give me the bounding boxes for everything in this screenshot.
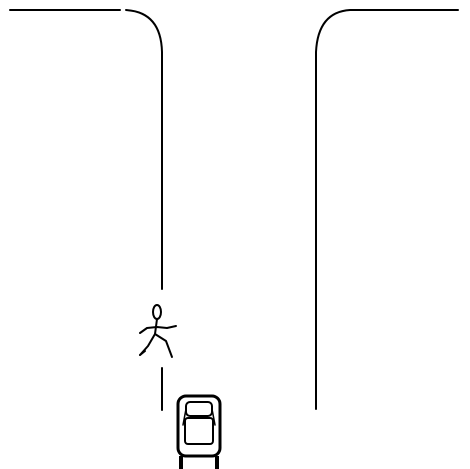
road-edge-right	[316, 10, 458, 409]
vehicle-wheel-right	[215, 456, 219, 469]
vehicle-roof	[185, 418, 213, 444]
pedestrian-figure	[140, 305, 176, 357]
vehicle-top-view	[178, 396, 220, 469]
pedestrian-head	[153, 305, 161, 319]
pedestrian-arms	[140, 326, 176, 333]
pedestrian-legs	[140, 334, 172, 357]
road-edge-right-line	[316, 10, 458, 409]
vehicle-windshield	[186, 402, 212, 416]
vehicle-wheel-left	[179, 456, 183, 469]
road-edge-left	[10, 10, 162, 410]
road-edge-left-upper	[10, 10, 162, 289]
